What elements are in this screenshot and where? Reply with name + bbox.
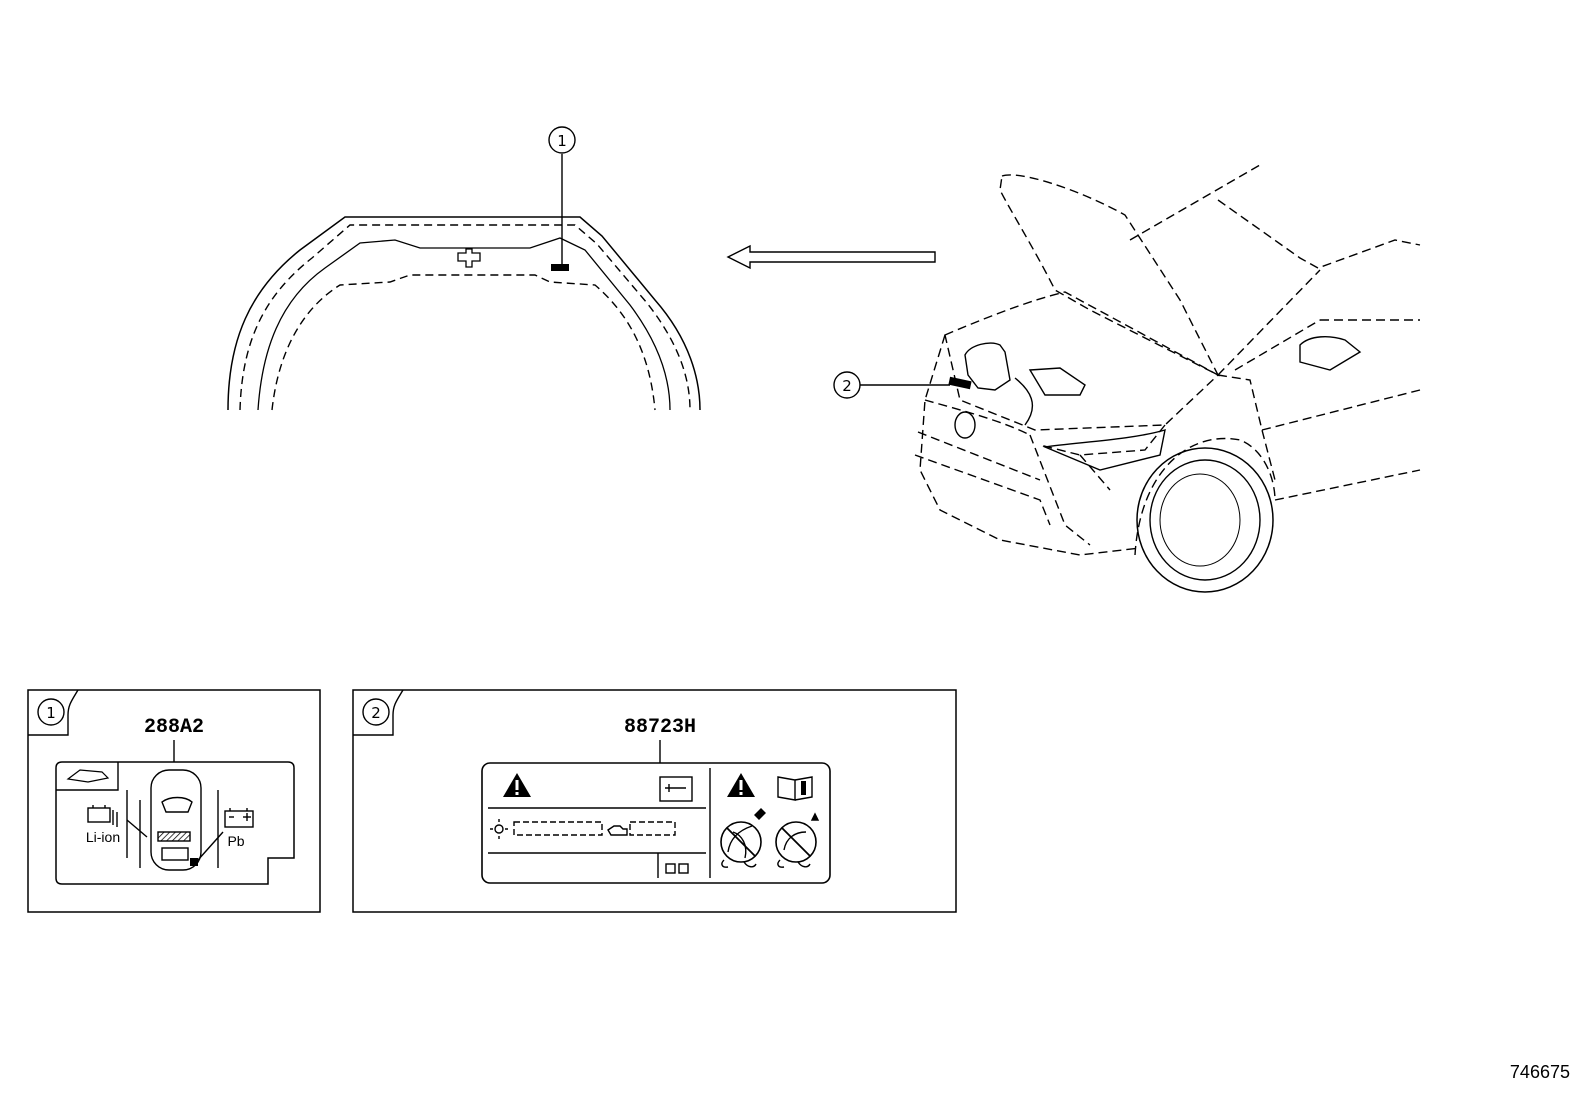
label-panel-1: 1 288A2 Li-ion Pb [27, 689, 321, 913]
battery-left-label: Li-ion [86, 829, 120, 845]
no-open-flame-icon [720, 808, 766, 868]
view-direction-arrow [726, 244, 936, 270]
hood-underside-view: 1 [227, 126, 701, 411]
service-manual-icon [659, 776, 693, 802]
battery-icon-right [224, 808, 254, 828]
panel-2-part-number: 88723H [624, 716, 696, 739]
callout-2-text: 2 [842, 377, 852, 395]
panel-2-callout: 2 [371, 704, 381, 722]
callout-2-circle [833, 371, 861, 399]
callout-1-text: 1 [557, 132, 567, 150]
battery-right-label: Pb [227, 833, 244, 849]
label-panel-2: 2 88723H [352, 689, 957, 913]
vehicle-front-view [914, 164, 1421, 593]
manual-icon [66, 769, 110, 783]
info-book-icon [777, 776, 813, 801]
battery-icon-left [87, 805, 118, 827]
panel-1-callout: 1 [46, 704, 56, 722]
label-marker-1 [551, 264, 569, 271]
figure-number: 746675 [1509, 1062, 1570, 1082]
car-top-icon [150, 769, 202, 871]
callout-2: 2 [833, 371, 950, 399]
label-marker-2 [948, 376, 972, 390]
no-spark-icon [775, 812, 820, 868]
sun-icon [494, 824, 504, 834]
callout-1-circle [548, 126, 576, 154]
panel-1-part-number: 288A2 [144, 716, 204, 739]
engine-icon [607, 825, 628, 836]
